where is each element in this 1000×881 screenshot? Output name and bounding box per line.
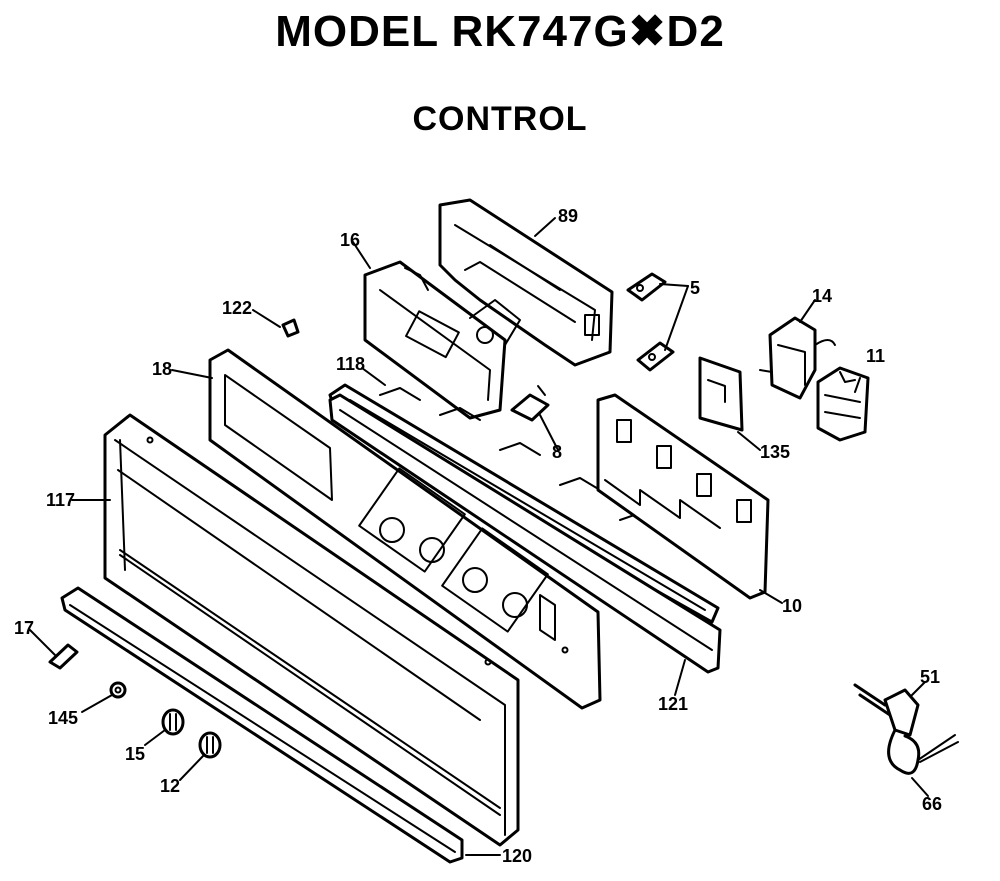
callout-8: 8 — [552, 442, 562, 462]
part-120-trim-strip — [60, 586, 464, 864]
callout-11: 11 — [866, 346, 885, 366]
part-117-panel-frame — [103, 413, 520, 847]
callout-14: 14 — [812, 286, 832, 306]
part-5-clips — [626, 272, 675, 372]
leader-lines — [29, 217, 929, 856]
part-17-lens — [48, 643, 79, 670]
part-18-faceplate — [208, 348, 602, 710]
part-16-clock-housing — [363, 260, 521, 420]
part-8-shaft — [510, 385, 550, 422]
callout-5: 5 — [690, 278, 700, 298]
callout-120: 120 — [502, 846, 532, 866]
callout-10: 10 — [782, 596, 802, 616]
callout-118: 118 — [336, 354, 365, 374]
part-51-66-wire-harness — [853, 683, 959, 775]
callout-145: 145 — [48, 708, 78, 728]
part-121-channel — [328, 393, 722, 674]
part-145-washer — [109, 681, 127, 699]
callout-labels: 89 16 5 14 11 122 118 18 8 135 117 10 17… — [14, 206, 942, 866]
callout-89: 89 — [558, 206, 578, 226]
section-title: CONTROL — [412, 100, 588, 138]
callout-66: 66 — [922, 794, 942, 814]
part-15-knob — [161, 708, 185, 736]
callout-117: 117 — [46, 490, 75, 510]
part-89-bracket — [438, 198, 614, 367]
callout-51: 51 — [920, 667, 940, 687]
model-title: MODEL RK747G✖D2 — [275, 7, 725, 56]
part-135-plate — [698, 356, 744, 432]
callout-17: 17 — [14, 618, 34, 638]
callout-121: 121 — [658, 694, 688, 714]
callout-18: 18 — [152, 359, 172, 379]
callout-15: 15 — [125, 744, 145, 764]
part-12-knob — [198, 731, 222, 759]
callout-16: 16 — [340, 230, 360, 250]
callout-135: 135 — [760, 442, 790, 462]
callout-12: 12 — [160, 776, 180, 796]
part-14-switch — [759, 316, 836, 400]
callout-122: 122 — [222, 298, 252, 318]
part-11-terminal-block — [816, 366, 870, 442]
part-122-screw — [281, 318, 300, 338]
